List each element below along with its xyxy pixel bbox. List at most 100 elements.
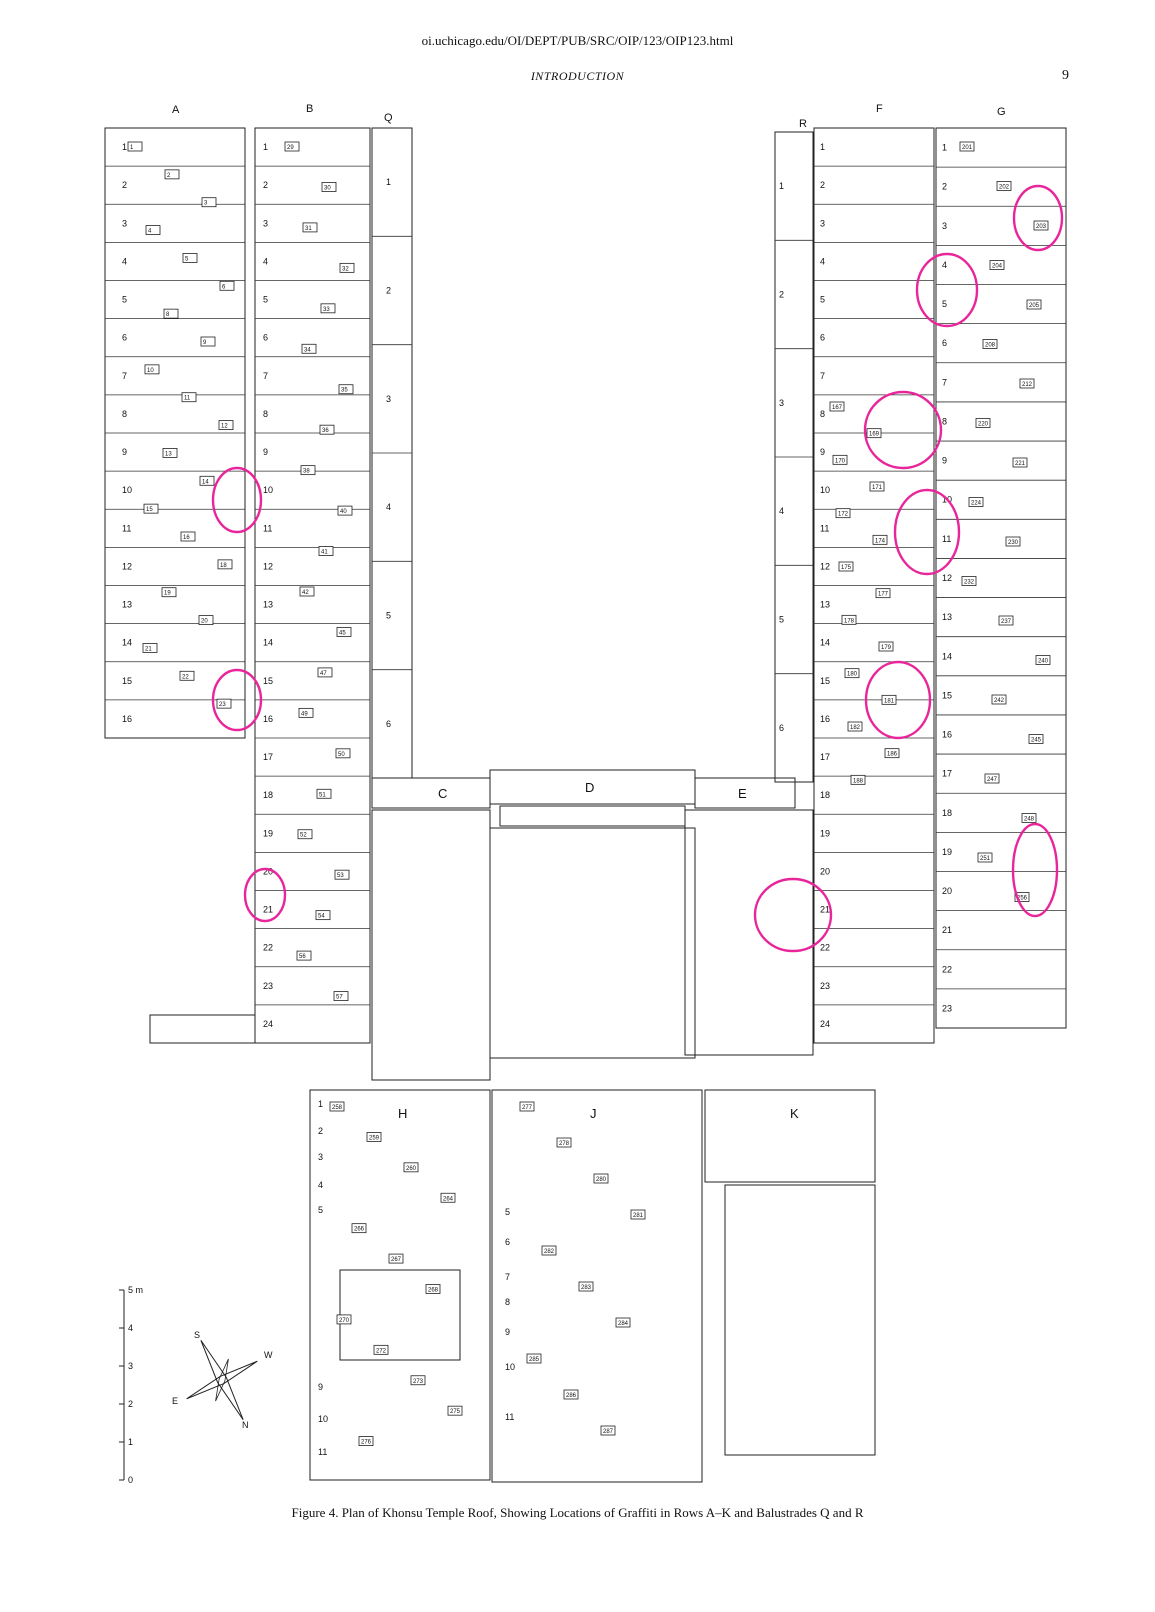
graffito-172: 172	[835, 508, 851, 519]
graffito-201: 201	[959, 141, 975, 152]
svg-text:45: 45	[339, 630, 346, 636]
svg-text:240: 240	[1038, 659, 1049, 665]
svg-text:10: 10	[147, 368, 154, 374]
graffito-50: 50	[335, 748, 351, 759]
block-h: H	[309, 1089, 491, 1481]
svg-text:33: 33	[323, 307, 330, 313]
row-number-b-19: 19	[263, 828, 273, 838]
row-number-b-8: 8	[263, 409, 268, 419]
svg-text:11: 11	[184, 396, 191, 402]
graffito-49: 49	[298, 707, 314, 718]
graffito-266: 266	[351, 1223, 367, 1234]
block-d: D	[489, 769, 696, 1059]
row-number-f-1: 1	[820, 142, 825, 152]
svg-text:8: 8	[166, 312, 170, 318]
svg-text:52: 52	[300, 833, 307, 839]
compass-s: S	[194, 1330, 200, 1340]
row-number-a-1: 1	[122, 142, 127, 152]
svg-text:284: 284	[618, 1321, 629, 1327]
graffito-19: 19	[161, 587, 177, 598]
graffito-10: 10	[144, 364, 160, 375]
row-number-f-9: 9	[820, 447, 825, 457]
row-number-g-20: 20	[942, 886, 952, 896]
row-number-j-8: 8	[505, 1297, 510, 1307]
row-number-h-5: 5	[318, 1205, 323, 1215]
row-number-g-6: 6	[942, 338, 947, 348]
svg-text:169: 169	[869, 432, 880, 438]
running-head: INTRODUCTION	[530, 69, 625, 83]
svg-text:202: 202	[999, 185, 1010, 191]
graffito-31: 31	[302, 222, 318, 233]
graffito-54: 54	[315, 910, 331, 921]
compass-icon: S W E N	[172, 1330, 273, 1430]
graffito-248: 248	[1021, 813, 1037, 823]
graffito-204: 204	[989, 260, 1005, 270]
svg-text:268: 268	[428, 1288, 439, 1294]
graffito-180: 180	[844, 668, 860, 679]
graffito-220: 220	[975, 418, 991, 428]
graffito-33: 33	[320, 303, 336, 314]
svg-text:47: 47	[320, 671, 327, 677]
svg-text:16: 16	[183, 535, 190, 541]
graffito-9: 9	[200, 336, 216, 347]
row-number-f-20: 20	[820, 866, 830, 876]
row-number-f-19: 19	[820, 828, 830, 838]
svg-text:14: 14	[202, 479, 209, 485]
graffito-45: 45	[336, 627, 352, 637]
svg-text:34: 34	[304, 347, 311, 353]
row-number-g-2: 2	[942, 182, 947, 192]
graffiti-highlight-circle	[1012, 184, 1064, 252]
row-number-g-21: 21	[942, 925, 952, 935]
graffito-51: 51	[316, 788, 332, 799]
svg-text:56: 56	[299, 954, 306, 960]
row-number-f-11: 11	[820, 523, 829, 533]
row-number-h-11: 11	[318, 1447, 327, 1457]
scale-tick-1: 1	[128, 1437, 133, 1447]
scale-tick-4: 4	[128, 1323, 133, 1333]
column-label-g: G	[997, 106, 1006, 118]
row-number-a-9: 9	[122, 447, 127, 457]
row-number-b-13: 13	[263, 600, 273, 610]
graffito-285: 285	[526, 1353, 542, 1364]
svg-text:49: 49	[301, 711, 308, 717]
svg-text:15: 15	[146, 507, 153, 513]
row-number-j-9: 9	[505, 1327, 510, 1337]
row-number-a-7: 7	[122, 371, 127, 381]
block-label-c: C	[438, 786, 447, 801]
svg-text:242: 242	[994, 698, 1005, 704]
svg-text:260: 260	[406, 1166, 417, 1172]
svg-text:3: 3	[204, 201, 208, 207]
row-number-g-12: 12	[942, 573, 952, 583]
svg-text:22: 22	[182, 674, 189, 680]
svg-text:51: 51	[319, 792, 326, 798]
graffito-272: 272	[373, 1344, 389, 1355]
svg-text:179: 179	[881, 645, 892, 651]
graffito-270: 270	[336, 1314, 352, 1325]
graffito-20: 20	[198, 615, 214, 625]
row-number-f-14: 14	[820, 638, 830, 648]
svg-text:20: 20	[201, 619, 208, 625]
svg-text:42: 42	[302, 590, 309, 596]
graffito-170: 170	[832, 454, 848, 465]
svg-text:35: 35	[341, 388, 348, 394]
row-number-j-10: 10	[505, 1362, 515, 1372]
row-number-a-3: 3	[122, 218, 127, 228]
row-number-a-16: 16	[122, 714, 132, 724]
block-k: K	[704, 1089, 876, 1456]
graffito-267: 267	[388, 1253, 404, 1264]
graffito-8: 8	[163, 308, 179, 319]
row-number-b-3: 3	[263, 218, 268, 228]
graffito-179: 179	[878, 641, 894, 652]
row-number-f-21: 21	[820, 905, 830, 915]
svg-text:287: 287	[603, 1429, 614, 1435]
row-number-f-3: 3	[820, 218, 825, 228]
svg-text:264: 264	[443, 1196, 454, 1202]
graffito-16: 16	[180, 531, 196, 542]
row-number-g-16: 16	[942, 730, 952, 740]
svg-text:13: 13	[165, 451, 172, 457]
svg-text:273: 273	[413, 1379, 424, 1385]
graffiti-highlight-circle	[863, 390, 943, 470]
svg-text:6: 6	[222, 284, 226, 290]
graffito-205: 205	[1026, 299, 1042, 310]
row-number-b-16: 16	[263, 714, 273, 724]
